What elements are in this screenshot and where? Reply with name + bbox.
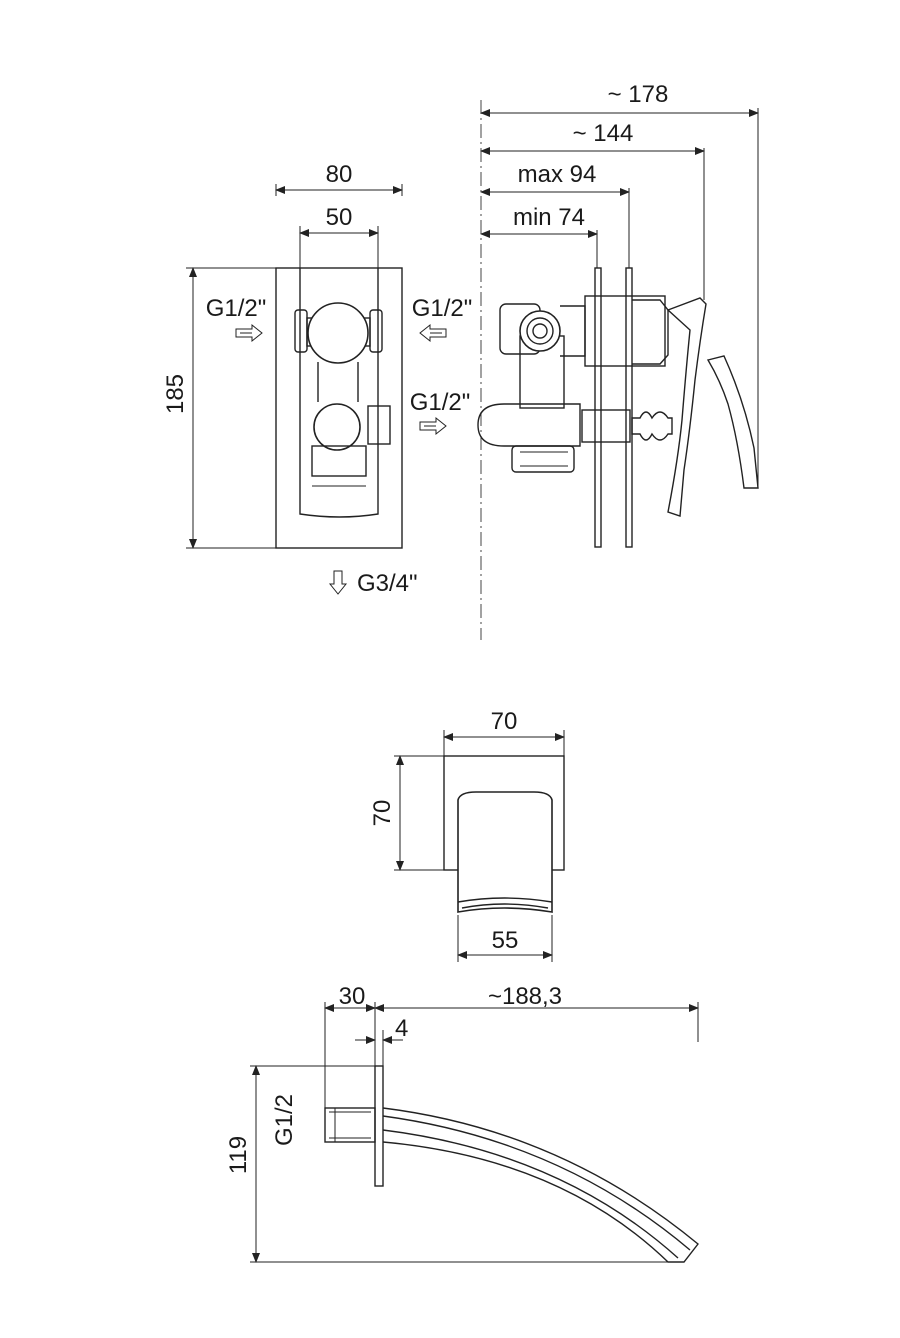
dimension-projection: ~ 144 [573, 120, 634, 147]
arrow-right-icon [235, 323, 263, 343]
mixer-front-view: 80 50 185 G1/2" G1/2" [162, 161, 472, 597]
label-outlet-side: G1/2" [410, 389, 471, 416]
label-inlet-left: G1/2" [206, 295, 267, 322]
arrow-down-icon [328, 570, 348, 595]
mixer-side-view: ~ 178 ~ 144 max 94 min 74 [477, 81, 759, 548]
dimension-spout-length: ~188,3 [488, 983, 562, 1010]
dimension-plate-thickness: 4 [395, 1015, 408, 1042]
spout-front-view: 70 70 55 [369, 708, 565, 962]
dimension-height: 185 [162, 374, 189, 414]
dimension-body-width: 50 [326, 204, 353, 231]
dimension-spout-height-side: 119 [225, 1136, 252, 1174]
label-thread: G1/2 [271, 1094, 298, 1146]
dimension-min-depth: min 74 [513, 204, 585, 231]
dimension-plate-width: 80 [326, 161, 353, 188]
label-outlet-bottom: G3/4" [357, 570, 418, 597]
dimension-spout-height: 70 [369, 800, 396, 827]
dimension-spout-width: 70 [491, 708, 518, 735]
dimension-max-depth: max 94 [518, 161, 597, 188]
spout-side-view: 30 ~188,3 4 119 G1/2 [225, 983, 699, 1263]
label-inlet-right: G1/2" [412, 295, 473, 322]
dimension-plate-offset: 30 [339, 983, 366, 1010]
dimension-overall: ~ 178 [608, 81, 669, 108]
arrow-left-icon [419, 323, 447, 343]
dimension-spout-mouth: 55 [492, 927, 519, 954]
arrow-right-icon [419, 416, 447, 436]
